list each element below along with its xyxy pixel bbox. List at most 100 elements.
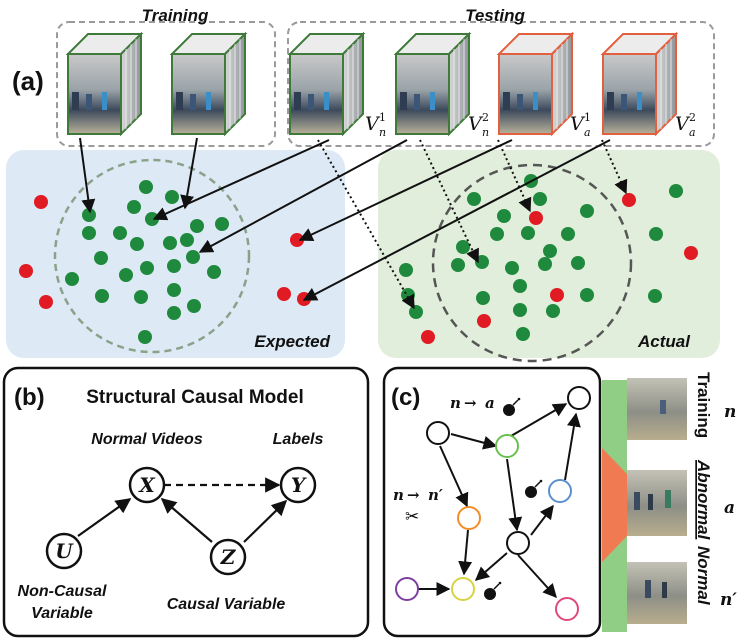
abnormal-feature-dot	[19, 264, 33, 278]
normal-feature-dot	[113, 226, 127, 240]
normal-feature-dot	[190, 219, 204, 233]
normal-feature-dot	[163, 236, 177, 250]
side-thumb-training	[627, 378, 687, 440]
side-strip-orange	[602, 448, 627, 562]
expected-region	[6, 150, 345, 358]
bomb-icon	[503, 397, 521, 416]
normal-feature-dot	[399, 263, 413, 277]
arrow-train1	[79, 137, 96, 214]
actual-cluster-boundary	[431, 163, 633, 363]
abnormal-feature-dot	[277, 287, 291, 301]
normal-feature-dot	[65, 272, 79, 286]
mapping-arrows	[79, 137, 628, 310]
normal-feature-dot	[401, 288, 415, 302]
abnormal-feature-dot	[477, 314, 491, 328]
normal-feature-dot	[180, 233, 194, 247]
svg-text:→: →	[464, 394, 477, 412]
c-node-purple	[395, 577, 419, 601]
normal-feature-dot	[215, 217, 229, 231]
svg-text:a: a	[485, 394, 495, 412]
feature-dots	[19, 174, 698, 344]
edge-label-n-to-nprime: n → n′	[393, 486, 443, 504]
non-causal-label-line2: Variable	[31, 605, 93, 622]
panel-b-tag: (b)	[14, 384, 45, 411]
node-u: U	[45, 532, 83, 570]
abnormal-feature-dot	[421, 330, 435, 344]
expected-cluster-boundary	[53, 158, 251, 354]
training-box	[56, 21, 276, 147]
normal-feature-dot	[571, 256, 585, 270]
c-node-top-right	[567, 386, 591, 410]
bomb-icon	[484, 581, 502, 600]
c-edge-7	[517, 554, 557, 599]
scissors-icon: ✂	[405, 507, 419, 526]
svg-text:→: →	[407, 486, 420, 504]
edge-z-y	[243, 499, 288, 543]
c-node-yellow	[451, 577, 475, 601]
side-var-nprime: n′	[720, 590, 737, 610]
panel-c-tag: (c)	[391, 384, 420, 411]
clip-label-vn1: V n 1	[365, 111, 386, 139]
non-causal-label-line1: Non-Causal	[18, 583, 107, 600]
svg-text:n: n	[482, 126, 489, 139]
svg-text:a: a	[689, 126, 696, 139]
causal-variable-label: Causal Variable	[167, 596, 286, 613]
c-edge-4	[506, 458, 523, 532]
c-edge-2	[439, 445, 469, 508]
svg-text:n: n	[379, 126, 386, 139]
normal-feature-dot	[475, 255, 489, 269]
normal-feature-dot	[467, 192, 481, 206]
arrow-va1-expected	[298, 139, 513, 241]
clip-train-1	[65, 31, 144, 137]
normal-feature-dot	[167, 283, 181, 297]
normal-feature-dot	[167, 259, 181, 273]
node-x: X	[128, 466, 166, 504]
clip-label-vn2: V n 2	[468, 111, 489, 139]
training-label: Training	[142, 6, 209, 25]
normal-feature-dot	[505, 261, 519, 275]
c-edge-1	[450, 433, 498, 450]
arrow-vn1-expected	[152, 139, 330, 221]
normal-feature-dot	[451, 258, 465, 272]
edge-label-n-to-a: n → a	[450, 394, 495, 412]
svg-text:n: n	[450, 394, 461, 412]
normal-feature-dot	[490, 227, 504, 241]
edge-u-x	[77, 498, 132, 537]
svg-text:X: X	[137, 473, 156, 497]
normal-feature-dot	[145, 212, 159, 226]
normal-feature-dot	[516, 327, 530, 341]
arrow-vn1-actual	[317, 139, 415, 310]
panel-a-tag: (a)	[12, 66, 44, 96]
svg-text:V: V	[570, 113, 586, 135]
svg-text:V: V	[675, 113, 691, 135]
normal-feature-dot	[130, 237, 144, 251]
scm-title: Structural Causal Model	[86, 387, 304, 408]
normal-feature-dot	[140, 261, 154, 275]
c-node-green	[495, 434, 519, 458]
c-edge-9	[564, 412, 581, 481]
node-z: Z	[209, 538, 247, 576]
bomb-icon	[525, 479, 543, 498]
panel-b: (b) Structural Causal Model Normal Video…	[2, 366, 370, 638]
normal-feature-dot	[497, 209, 511, 223]
normal-feature-dot	[409, 305, 423, 319]
svg-text:Y: Y	[291, 473, 307, 497]
normal-feature-dot	[476, 291, 490, 305]
svg-text:U: U	[55, 539, 74, 563]
node-y: Y	[279, 466, 317, 504]
clip-test-vn2	[393, 31, 472, 137]
normal-feature-dot	[538, 257, 552, 271]
svg-text:1: 1	[584, 111, 591, 124]
normal-feature-dot	[95, 289, 109, 303]
expected-label: Expected	[254, 332, 330, 351]
c-edge-5	[458, 529, 473, 576]
c-node-orange	[457, 506, 481, 530]
normal-feature-dot	[127, 200, 141, 214]
normal-feature-dot	[580, 288, 594, 302]
labels-label: Labels	[273, 431, 324, 448]
normal-feature-dot	[138, 330, 152, 344]
abnormal-feature-dot	[39, 295, 53, 309]
side-label-training: Training	[694, 372, 713, 438]
normal-feature-dot	[533, 192, 547, 206]
normal-feature-dot	[139, 180, 153, 194]
